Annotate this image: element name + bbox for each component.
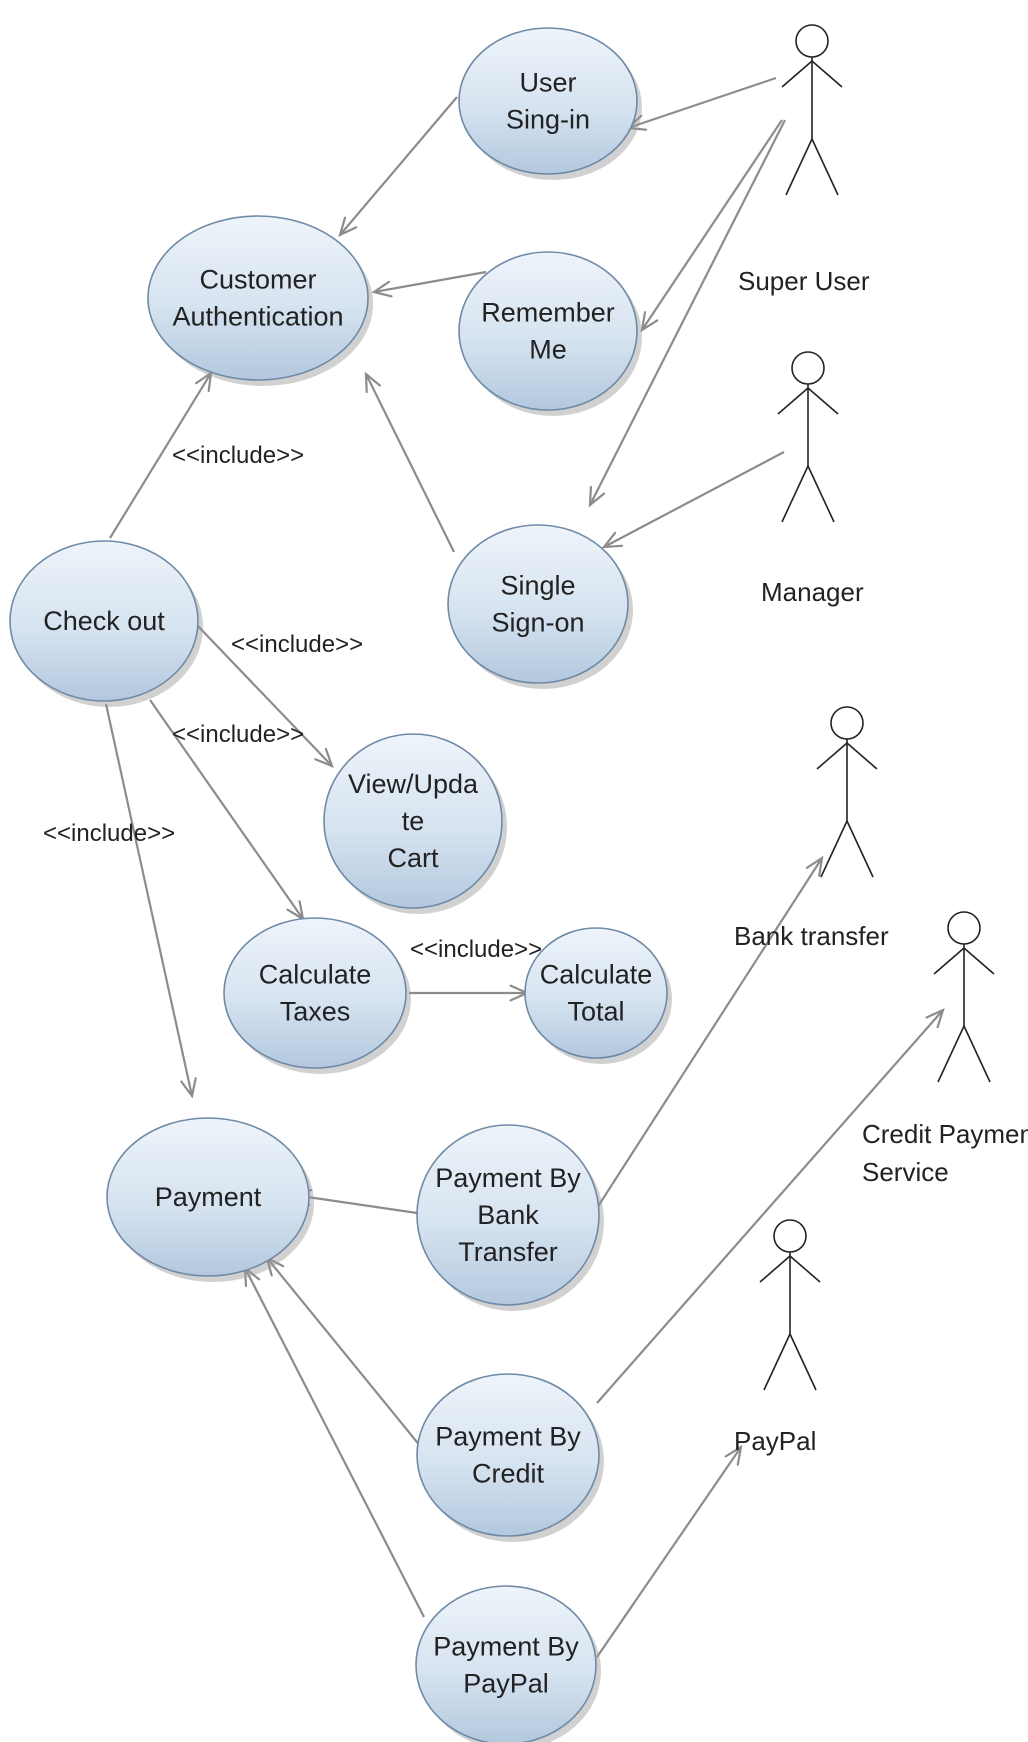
edge-checkout-auth <box>109 370 213 539</box>
actor-super-user[interactable]: Super User <box>738 24 870 296</box>
use-case-label: Authentication <box>172 302 343 332</box>
edge-manager-signon <box>601 451 785 549</box>
actor-label: Manager <box>761 577 864 607</box>
include-label: <<include>> <box>172 721 304 748</box>
use-case-label: Transfer <box>458 1237 558 1267</box>
use-case-check-out[interactable]: Check out <box>9 540 203 707</box>
edge-taxes-total <box>409 984 530 1002</box>
edge-checkout-payment <box>104 703 197 1099</box>
edge-bank-banktransfer <box>596 855 824 1209</box>
actor-label: Credit Payment <box>862 1119 1028 1149</box>
use-case-label: Taxes <box>280 997 351 1027</box>
actor-label: Super User <box>738 266 870 296</box>
use-case-label: User <box>519 68 576 98</box>
use-case-label: Me <box>529 335 567 365</box>
use-case-label: Remember <box>481 298 615 328</box>
include-label: <<include>> <box>172 442 304 469</box>
actor-label: Bank transfer <box>734 921 889 951</box>
edge-superuser-signon <box>588 119 786 508</box>
use-case-label: Calculate <box>259 960 372 990</box>
use-case-payment[interactable]: Payment <box>106 1117 314 1282</box>
use-case-label: te <box>402 806 425 836</box>
use-case-label: Payment By <box>433 1632 579 1662</box>
edge-paypal-payment <box>243 1265 425 1618</box>
use-case-label: Sing-in <box>506 105 590 135</box>
use-case-label: Payment By <box>435 1422 581 1452</box>
edge-credit-payment <box>265 1255 422 1448</box>
edge-checkout-cart <box>195 623 334 768</box>
use-case-label: Total <box>567 997 624 1027</box>
use-case-label: Credit <box>472 1459 545 1489</box>
use-case-pay-credit[interactable]: Payment By Credit <box>416 1373 604 1542</box>
actor-head-icon <box>795 24 829 58</box>
use-case-label: PayPal <box>463 1669 549 1699</box>
edge-usersignin-auth <box>338 96 458 238</box>
actor-head-icon <box>791 351 825 385</box>
edge-signon-auth <box>364 371 455 553</box>
edge-superuser-signin <box>625 76 777 131</box>
use-case-label: Customer <box>199 265 316 295</box>
use-case-label: Cart <box>387 843 439 873</box>
actor-label: PayPal <box>734 1426 816 1456</box>
actor-bank-transfer[interactable]: Bank transfer <box>734 706 889 951</box>
use-case-label: Check out <box>43 606 165 636</box>
use-case-label: Payment By <box>435 1163 581 1193</box>
include-label: <<include>> <box>43 820 175 847</box>
edge-superuser-remember <box>640 119 783 333</box>
edge-paypal-paypalactor <box>596 1444 743 1658</box>
actor-label: Service <box>862 1157 949 1187</box>
include-label: <<include>> <box>231 631 363 658</box>
edge-credit-creditsvc <box>596 1007 945 1404</box>
use-case-label: Single <box>500 571 575 601</box>
use-case-label: Calculate <box>540 960 653 990</box>
actor-head-icon <box>773 1219 807 1253</box>
actor-head-icon <box>947 911 981 945</box>
use-case-label: View/Upda <box>348 769 479 799</box>
use-case-label: Sign-on <box>491 608 584 638</box>
use-case-label: Bank <box>477 1200 539 1230</box>
actor-head-icon <box>830 706 864 740</box>
use-case-label: Payment <box>155 1182 262 1212</box>
edge-remember-auth <box>371 270 487 298</box>
actor-paypal[interactable]: PayPal <box>734 1219 821 1456</box>
actor-manager[interactable]: Manager <box>761 351 864 607</box>
use-case-pay-paypal[interactable]: Payment By PayPal <box>415 1585 601 1742</box>
include-label: <<include>> <box>410 936 542 963</box>
